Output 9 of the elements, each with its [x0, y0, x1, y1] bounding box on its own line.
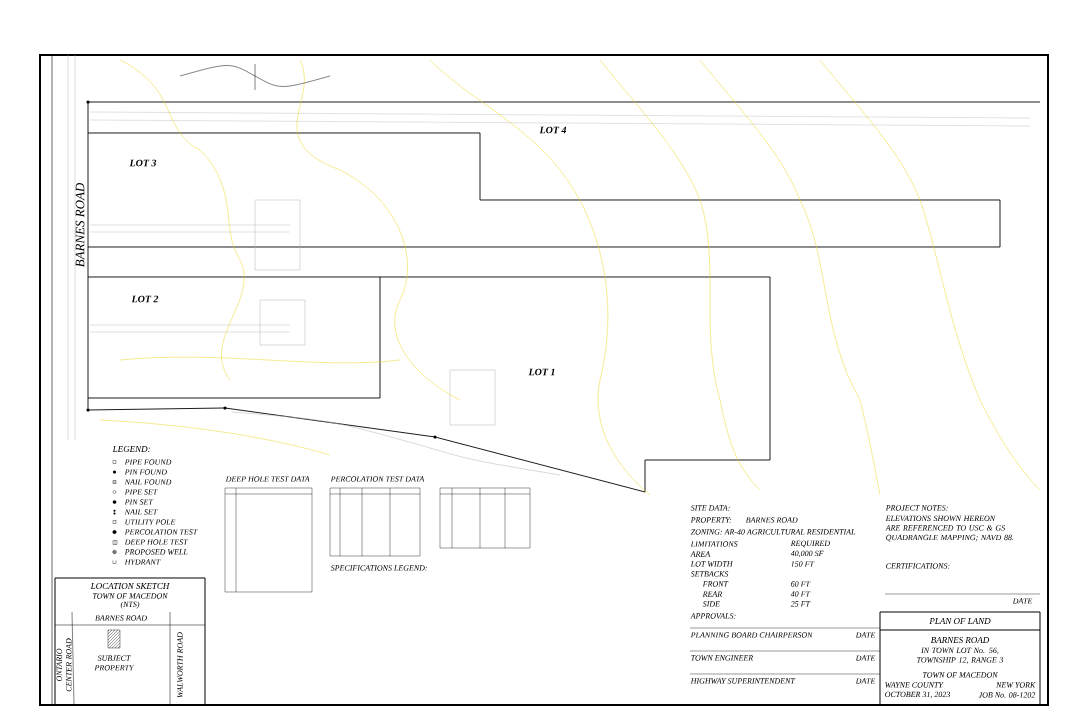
lot-label: LOT 3 [129, 159, 157, 167]
road-name: BARNES ROAD [75, 182, 85, 268]
lot-label: LOT 4 [539, 126, 567, 134]
sketch-title: LOCATION SKETCH [90, 583, 170, 589]
lot-label: LOT 1 [528, 368, 555, 376]
legend-title: LEGEND: [112, 445, 150, 453]
title-text: BARNES ROAD [930, 637, 990, 643]
lot-label: LOT 2 [131, 295, 159, 303]
title-text: PLAN OF LAND [929, 618, 991, 624]
